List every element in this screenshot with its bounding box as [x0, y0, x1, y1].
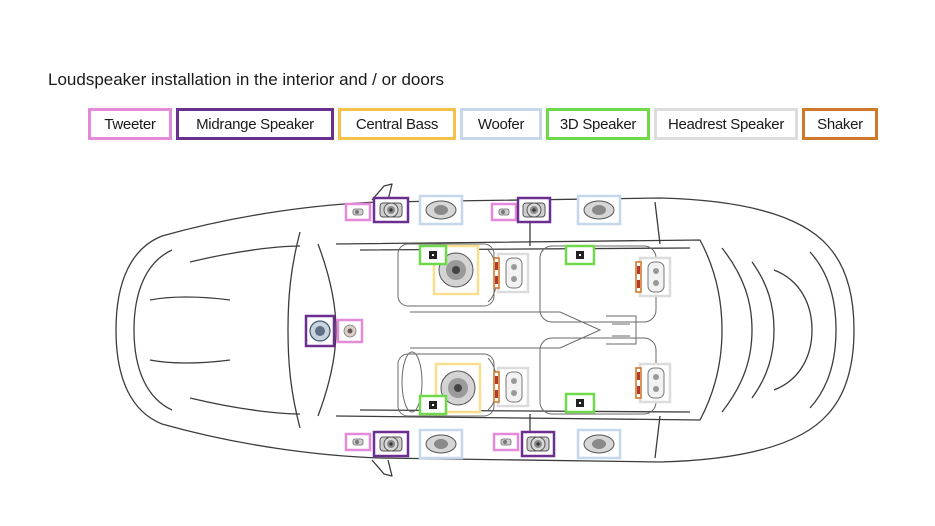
- legend-midrange-speaker: Midrange Speaker: [176, 108, 334, 140]
- 3d-speaker-icon: [564, 244, 596, 266]
- tweeter-icon: [490, 202, 518, 222]
- central-bass-icon: [434, 362, 482, 414]
- tweeter-icon: [492, 432, 520, 452]
- legend-woofer: Woofer: [460, 108, 542, 140]
- legend-central-bass: Central Bass: [338, 108, 456, 140]
- 3d-speaker-icon: [564, 392, 596, 414]
- 3d-speaker-icon: [418, 244, 448, 266]
- legend-label: Headrest Speaker: [667, 115, 785, 133]
- legend-3d-speaker: 3D Speaker: [546, 108, 650, 140]
- car-body-outline: [115, 183, 855, 477]
- headrest-speaker-icon: [496, 366, 530, 408]
- woofer-icon: [576, 428, 622, 460]
- midrange-speaker-icon: [516, 196, 552, 224]
- legend-label: Central Bass: [355, 115, 439, 133]
- legend-shaker: Shaker: [802, 108, 878, 140]
- headrest-speaker-icon: [496, 252, 530, 294]
- midrange-speaker-icon: [372, 196, 410, 224]
- legend-label: Midrange Speaker: [196, 115, 314, 133]
- tweeter-icon: [336, 318, 364, 344]
- legend-label: Shaker: [817, 115, 863, 133]
- headrest-speaker-icon: [638, 362, 672, 404]
- 3d-speaker-icon: [418, 394, 448, 416]
- woofer-icon: [576, 194, 622, 226]
- legend-headrest-speaker: Headrest Speaker: [654, 108, 798, 140]
- tweeter-icon: [344, 202, 372, 222]
- shaker-icon: [635, 261, 642, 293]
- woofer-icon: [418, 194, 464, 226]
- shaker-icon: [635, 367, 642, 399]
- woofer-icon: [418, 428, 464, 460]
- tweeter-icon: [344, 432, 372, 452]
- legend-label: Woofer: [477, 115, 525, 133]
- shaker-icon: [493, 371, 500, 403]
- midrange-speaker-icon: [304, 314, 336, 348]
- headrest-speaker-icon: [638, 256, 672, 298]
- midrange-speaker-icon: [520, 430, 556, 458]
- shaker-icon: [493, 257, 500, 289]
- legend-tweeter: Tweeter: [88, 108, 172, 140]
- legend-label: 3D Speaker: [559, 115, 637, 133]
- legend-label: Tweeter: [104, 115, 156, 133]
- midrange-speaker-icon: [372, 430, 410, 458]
- diagram-title: Loudspeaker installation in the interior…: [48, 70, 444, 89]
